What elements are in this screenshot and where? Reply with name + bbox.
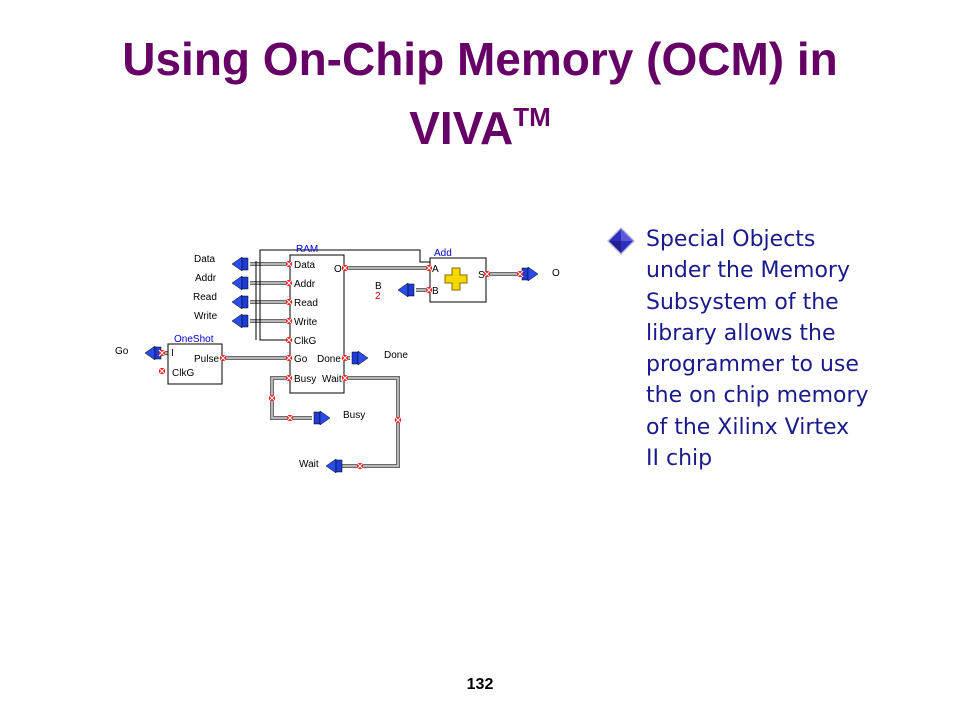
ram-port-go: Go (294, 354, 308, 365)
title-line-2: VIVATM (60, 88, 900, 157)
input-label-read: Read (193, 292, 217, 303)
bullet-line: programmer to use (646, 352, 859, 378)
ram-port-write: Write (294, 317, 318, 328)
bullet-line: the on chip memory (646, 383, 869, 409)
add-header: Add (434, 248, 452, 259)
input-label-data: Data (194, 254, 216, 265)
bullet-line: Special Objects (646, 227, 816, 252)
input-label-write: Write (194, 311, 218, 322)
bullet-line: under the Memory (646, 258, 850, 284)
ram-block: RAM Data Addr Read Write ClkG Go Busy O … (289, 244, 345, 394)
read-terminal-icon (231, 294, 249, 310)
b-terminal-icon (397, 282, 415, 298)
input-label-addr: Addr (195, 273, 217, 284)
data-terminal-icon (231, 256, 249, 272)
bullet-text: Special Objects under the Memory Subsyst… (646, 224, 906, 474)
ram-port-data: Data (294, 260, 316, 271)
bullet-line: Subsystem of the (646, 289, 839, 315)
b-constant-value: 2 (375, 291, 381, 302)
page-number: 132 (466, 676, 494, 693)
bullet-line: II chip (646, 446, 713, 472)
slide-title: Using On-Chip Memory (OCM) in VIVATM (60, 30, 900, 157)
output-label-o: O (552, 268, 560, 279)
o-output-terminal-icon (521, 266, 539, 282)
title-viva: VIVA (409, 102, 514, 154)
oneshot-port-pulse: Pulse (194, 354, 219, 365)
oneshot-header: OneShot (174, 334, 214, 345)
input-label-go: Go (115, 346, 129, 357)
ram-port-o: O (334, 264, 342, 275)
ram-header: RAM (296, 244, 318, 255)
ram-port-busy: Busy (294, 374, 316, 385)
busy-output-terminal-icon (313, 410, 331, 426)
oneshot-block: OneShot I Pulse ClkG (167, 334, 223, 385)
wait-terminal-icon (325, 458, 343, 474)
add-port-b: B (432, 286, 439, 297)
add-port-s: S (478, 270, 485, 281)
bullet-line: library allows the (646, 320, 836, 346)
ram-port-clkg: ClkG (294, 336, 316, 347)
done-output-terminal-icon (351, 350, 369, 366)
ram-port-addr: Addr (294, 279, 316, 290)
ram-port-read: Read (294, 298, 318, 309)
diamond-bullet-icon (607, 227, 635, 255)
plus-icon (444, 267, 468, 291)
add-port-a: A (432, 264, 439, 275)
add-block: Add A B S (429, 248, 487, 303)
oneshot-port-i: I (171, 348, 174, 359)
title-trademark: TM (513, 102, 551, 132)
ram-port-wait: Wait (322, 374, 342, 385)
b-input-label: B (375, 281, 382, 292)
go-terminal-icon (144, 345, 162, 361)
bullet-line: of the Xilinx Virtex (646, 414, 850, 440)
output-label-done: Done (384, 350, 408, 361)
oneshot-port-clkg: ClkG (172, 368, 194, 379)
output-label-busy: Busy (343, 410, 365, 421)
ram-port-done: Done (317, 354, 341, 365)
title-line-1: Using On-Chip Memory (OCM) in (122, 33, 838, 85)
input-label-wait: Wait (299, 459, 319, 470)
write-terminal-icon (231, 313, 249, 329)
addr-terminal-icon (231, 275, 249, 291)
